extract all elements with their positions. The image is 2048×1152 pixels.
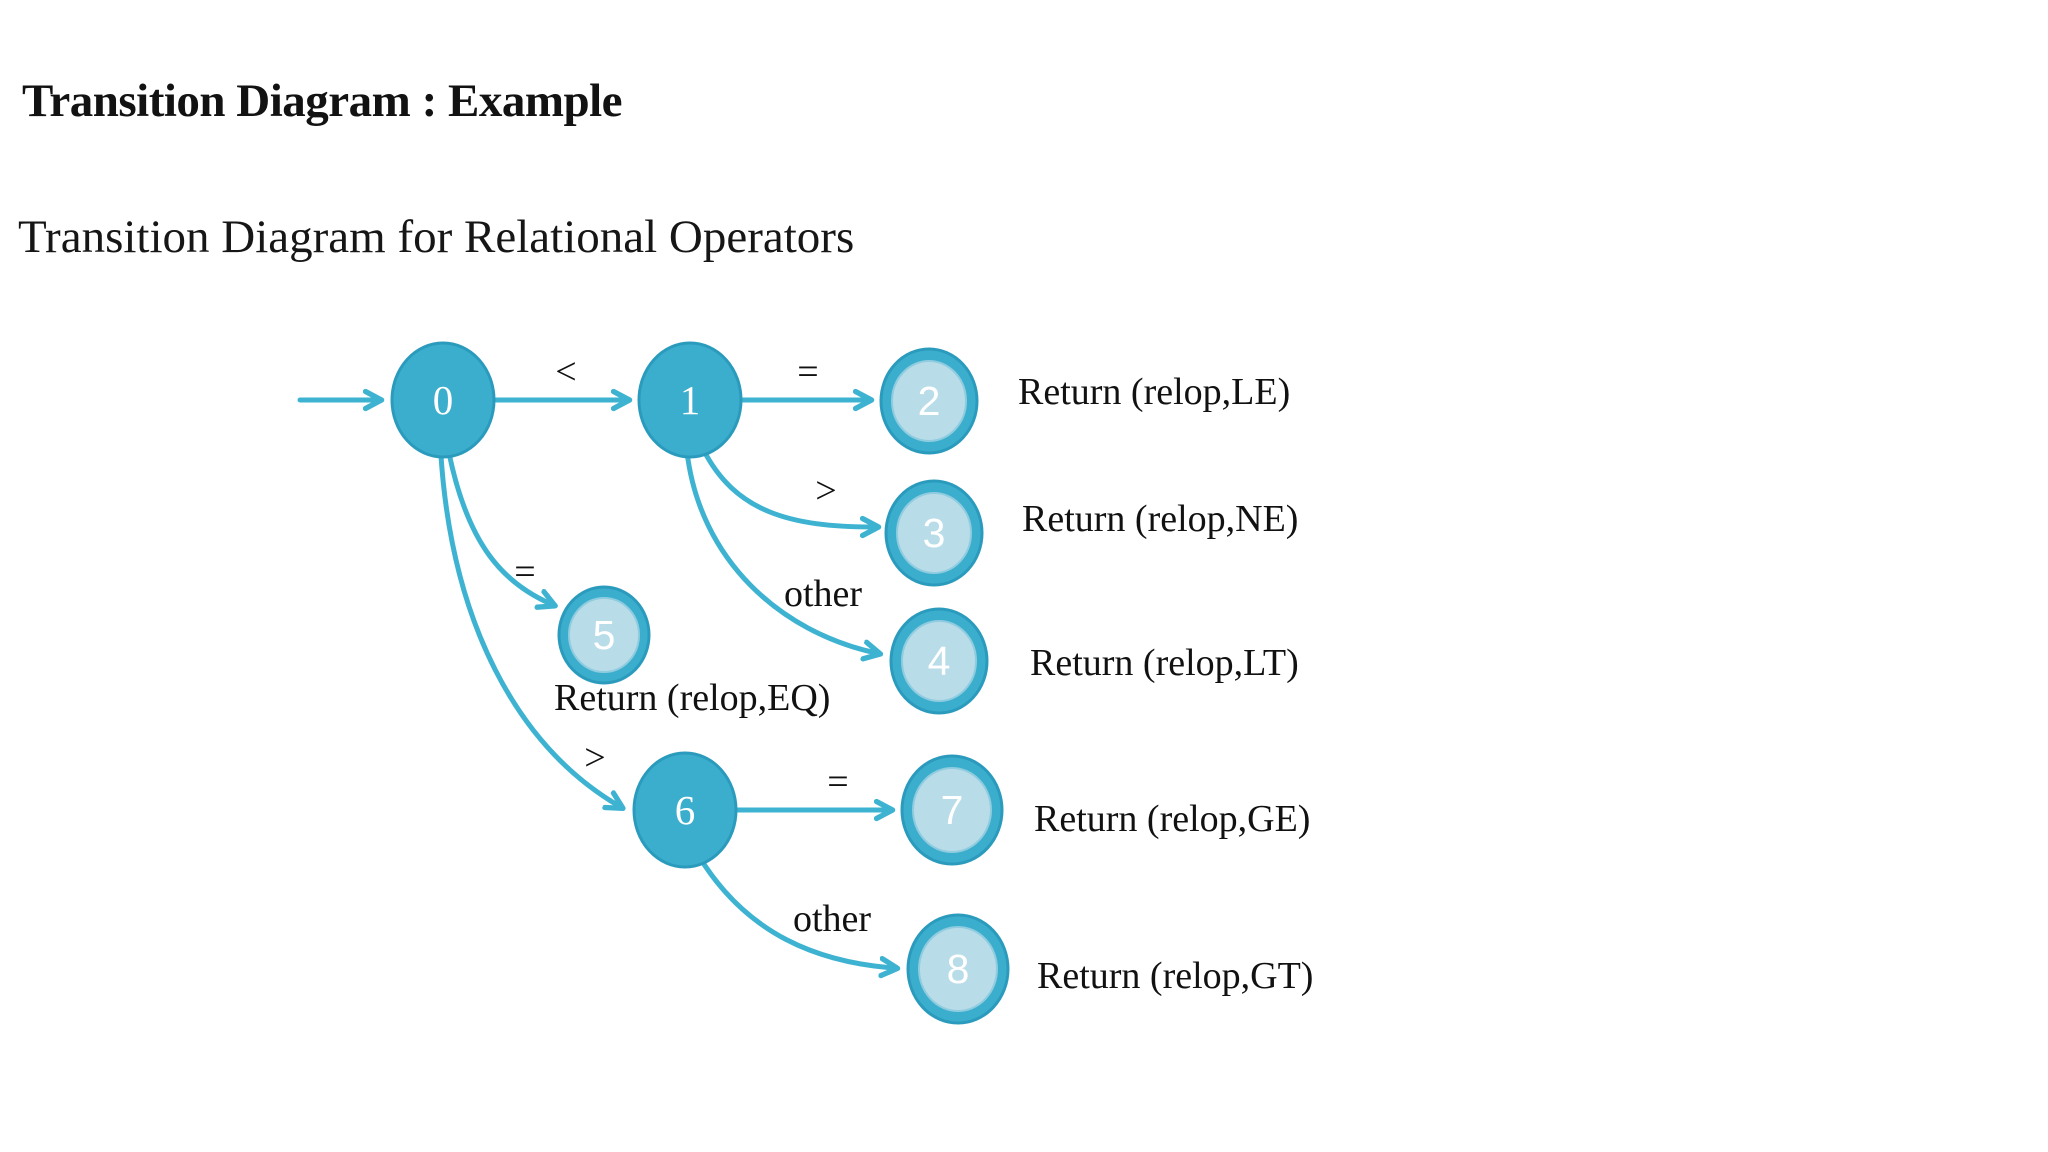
edge-label-6-to-7: =: [827, 761, 848, 803]
state-number: 5: [593, 612, 616, 658]
state-1: 1: [637, 341, 743, 459]
edge-label-1-to-3: >: [815, 470, 836, 512]
edge-label-0-to-6: >: [584, 737, 605, 779]
return-label-4: Return (relop,GE): [1034, 798, 1310, 840]
state-6: 6: [632, 751, 738, 869]
state-number: 1: [680, 377, 701, 423]
state-number: 4: [928, 638, 951, 684]
state-circle: [637, 341, 743, 459]
state-2: 2: [879, 347, 979, 455]
state-4: 4: [889, 607, 989, 715]
return-label-5: Return (relop,GT): [1037, 955, 1313, 997]
edge-6-to-8: [697, 855, 893, 968]
state-inner-circle: [901, 620, 977, 702]
state-circle: [390, 341, 496, 459]
state-5: 5: [557, 585, 651, 685]
state-number: 3: [923, 510, 946, 556]
edge-1-to-4: [684, 449, 876, 653]
state-inner-circle: [568, 597, 640, 673]
return-label-2: Return (relop,LT): [1030, 642, 1299, 684]
state-0: 0: [390, 341, 496, 459]
edge-0-to-6: [438, 453, 619, 806]
edge-0-to-5: [446, 450, 551, 604]
state-circle: [632, 751, 738, 869]
edge-label-0-to-5: =: [514, 551, 535, 593]
edge-label-1-to-4: other: [784, 573, 862, 615]
state-number: 7: [941, 787, 964, 833]
state-number: 8: [947, 946, 970, 992]
edge-1-to-3: [700, 446, 874, 527]
return-label-3: Return (relop,EQ): [554, 677, 830, 719]
state-8: 8: [906, 913, 1010, 1025]
edge-label-1-to-2: =: [797, 351, 818, 393]
state-inner-circle: [918, 926, 998, 1012]
page-subtitle: Transition Diagram for Relational Operat…: [18, 211, 855, 263]
edge-label-0-to-1: <: [555, 351, 576, 393]
state-inner-circle: [891, 360, 967, 442]
state-inner-circle: [896, 492, 972, 574]
return-label-0: Return (relop,LE): [1018, 371, 1290, 413]
edge-label-6-to-8: other: [793, 898, 871, 940]
state-number: 0: [433, 377, 454, 423]
state-7: 7: [900, 754, 1004, 866]
state-number: 6: [675, 787, 696, 833]
return-label-1: Return (relop,NE): [1022, 498, 1298, 540]
state-inner-circle: [912, 767, 992, 853]
page-title: Transition Diagram : Example: [22, 75, 623, 127]
state-3: 3: [884, 479, 984, 587]
state-number: 2: [918, 378, 941, 424]
